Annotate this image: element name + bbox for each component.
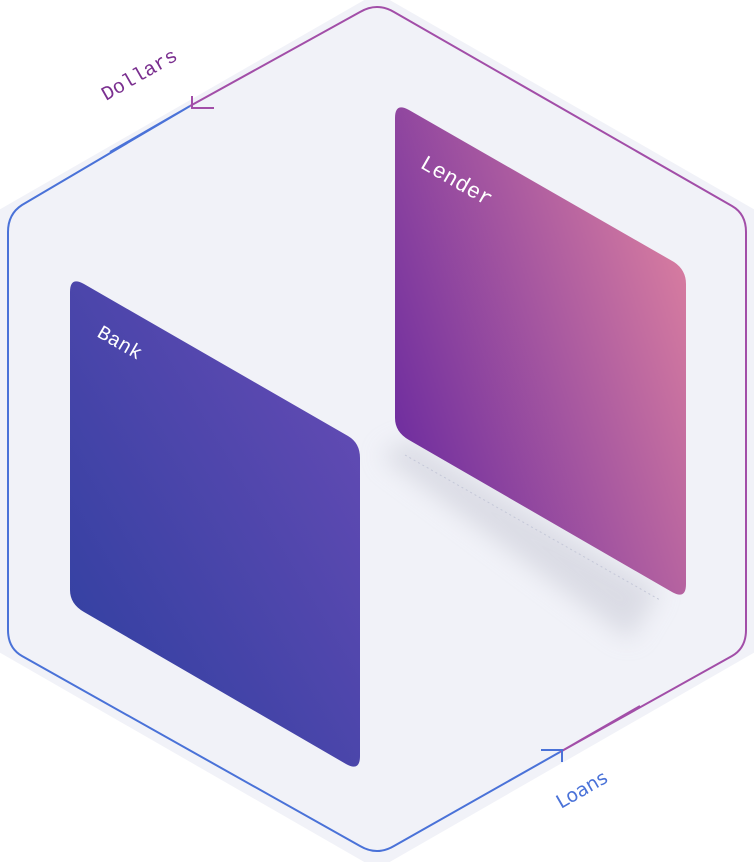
loans-label: Loans [553,767,612,814]
hexagon-edge-right-fade [559,705,641,753]
hexagon-edge-left [7,105,561,852]
hexagon-edge-left-fade [109,105,191,153]
hexagon-edge-right [189,6,747,753]
bank-node: Bank [70,281,360,767]
dollars-label: Dollars [98,45,182,107]
shadow-guide-line [404,454,661,601]
lender-node: Lender [395,107,686,595]
dollars-arrow-icon [191,96,214,109]
lender-shadow [380,440,660,640]
loans-arrow-icon [541,749,563,762]
